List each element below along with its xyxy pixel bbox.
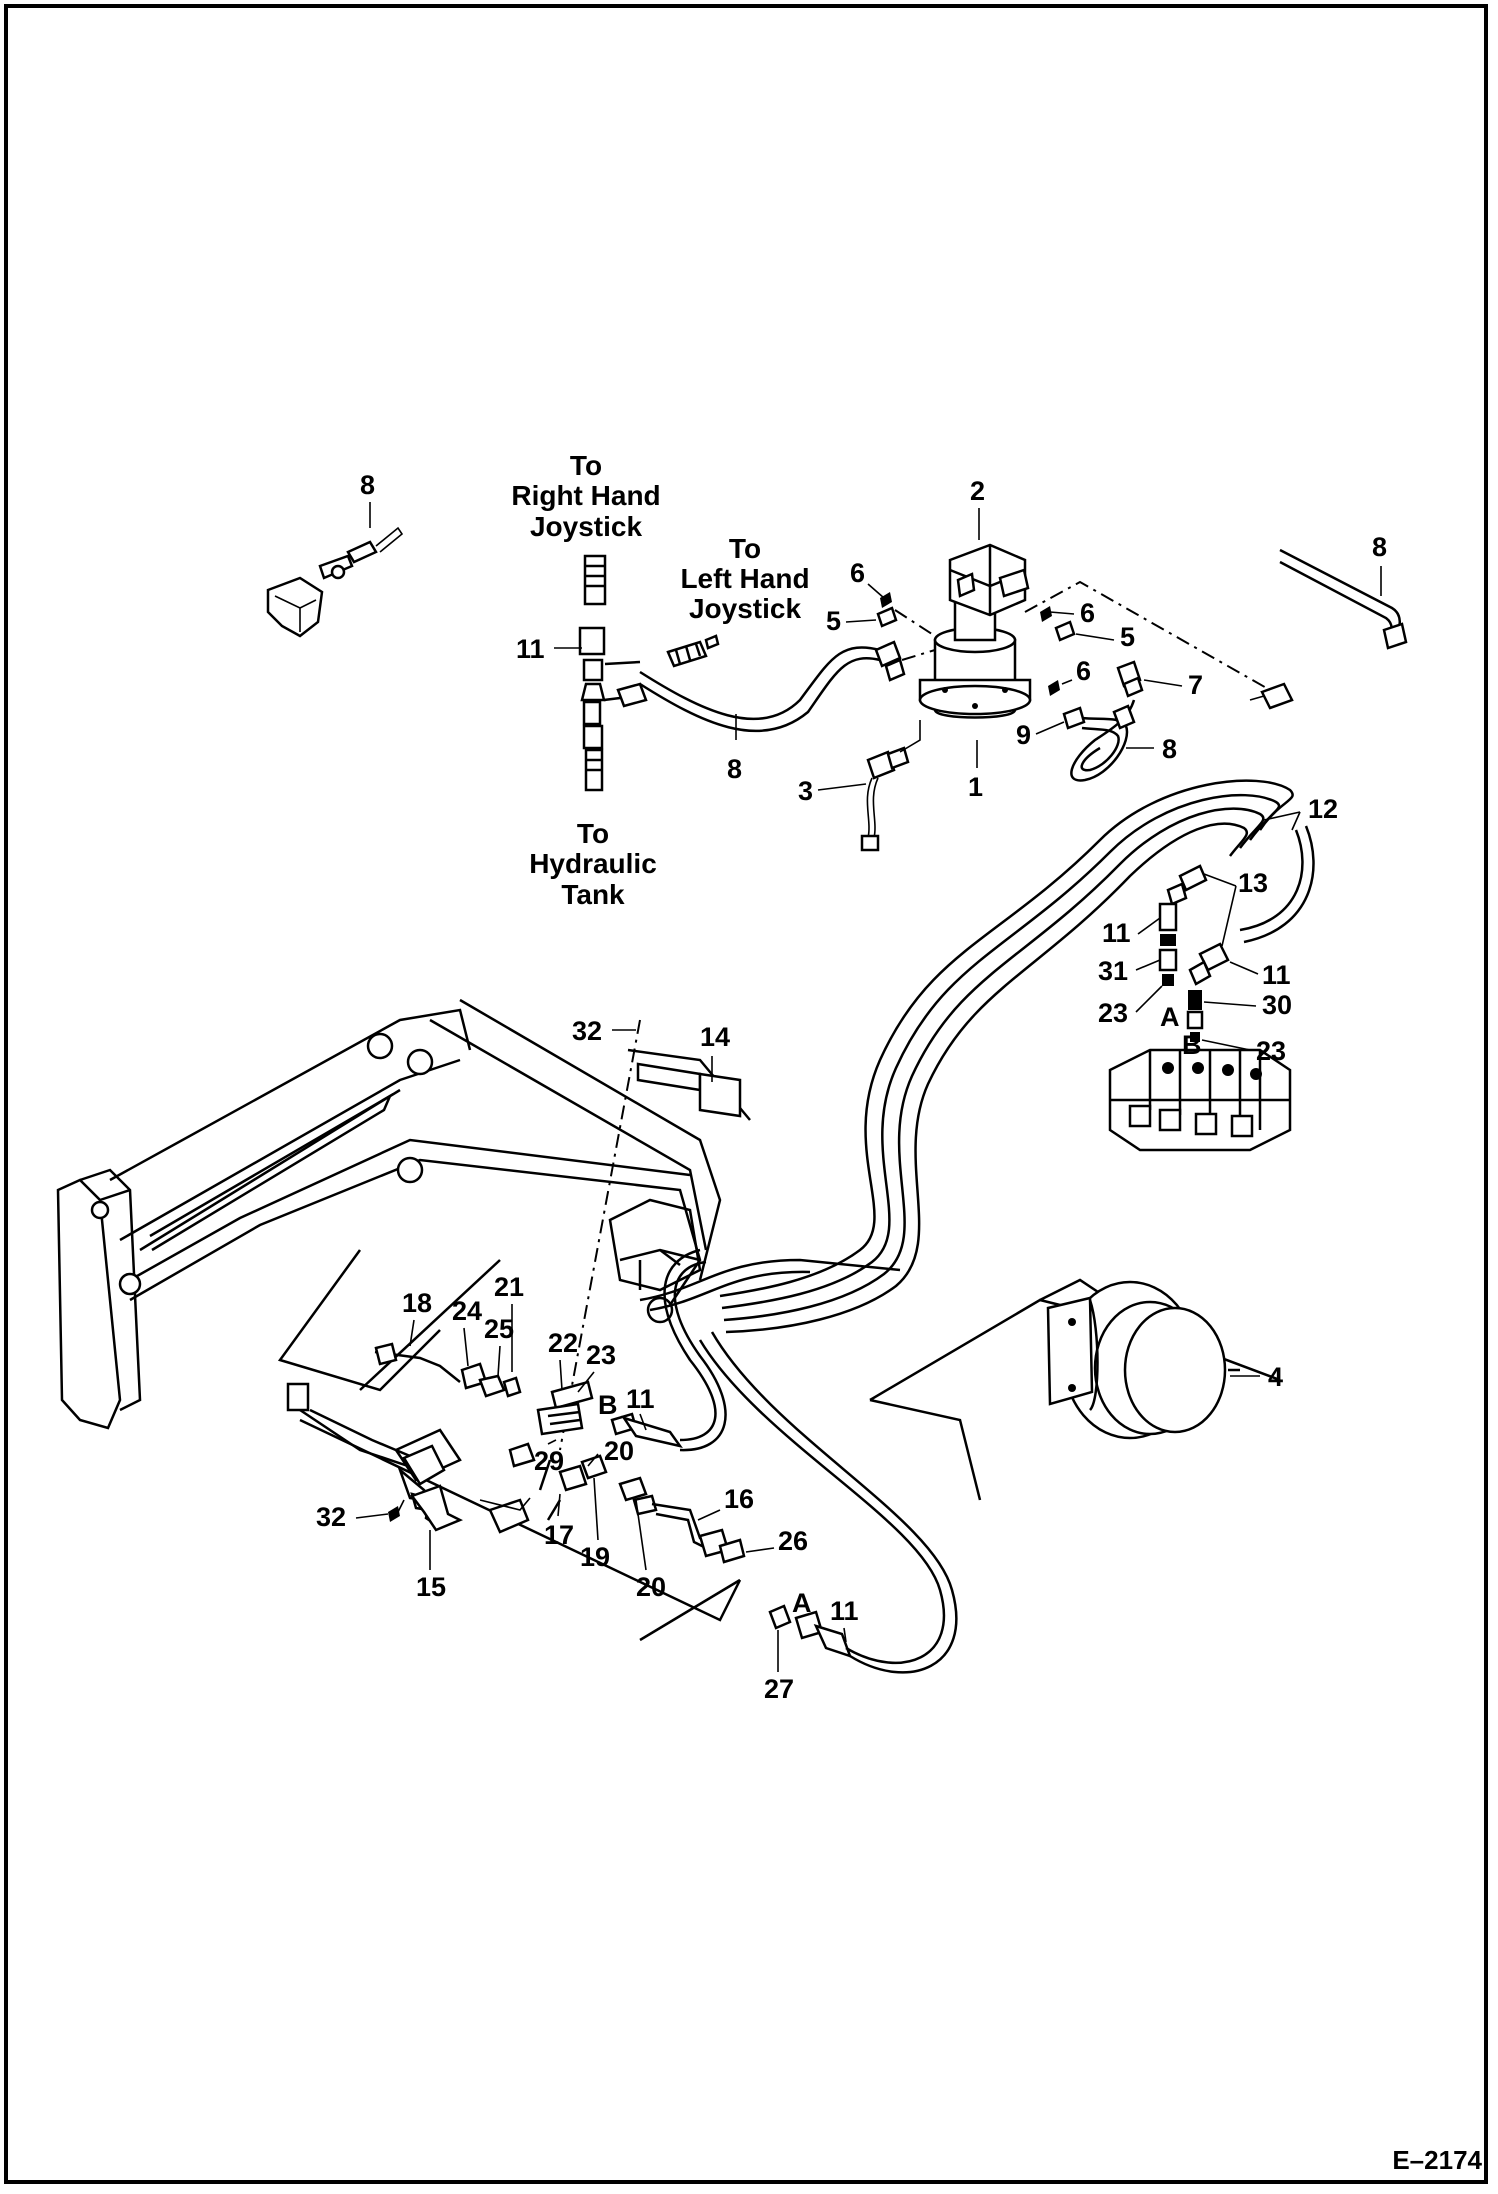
pressure-switch — [860, 746, 910, 852]
callout-26: 26 — [778, 1526, 808, 1556]
callout-11: 11 — [626, 1384, 655, 1414]
callout-30: 31 — [1098, 956, 1128, 986]
leader-lines-lower — [277, 1019, 751, 1642]
caption-right-hand-line1: To — [570, 450, 602, 481]
caption-tank-line1: To — [577, 818, 609, 849]
hose-to-left-joystick — [639, 634, 881, 733]
callout-11: 11 — [830, 1596, 859, 1626]
callout-18: 18 — [402, 1288, 432, 1318]
track-drive-motor — [869, 1278, 1281, 1501]
caption-tank-line2: Hydraulic — [529, 848, 657, 879]
callout-15: 15 — [416, 1572, 446, 1602]
tee-fitting-assembly — [578, 554, 648, 792]
callout-12: 12 — [1308, 794, 1338, 824]
callout-8: 8 — [727, 754, 742, 784]
callout-21: 20 — [636, 1572, 666, 1602]
callout-29: 30 — [1262, 990, 1292, 1020]
boom-hoses — [639, 1258, 901, 1312]
swivel-joint — [918, 543, 1032, 719]
callout-20: 20 — [604, 1436, 634, 1466]
callout-31: 32 — [316, 1502, 346, 1532]
callout-5: 5 — [1120, 622, 1135, 652]
caption-right-hand-line3: Joystick — [530, 511, 642, 542]
callout-23: 23 — [586, 1340, 616, 1370]
callout-labels: 8 2 8 6 5 6 5 11 6 7 9 8 8 3 1 12 13 11 — [316, 470, 1387, 1704]
fitting-chain — [374, 1248, 958, 1674]
callout-9: 9 — [1016, 720, 1031, 750]
callout-6: 6 — [850, 558, 865, 588]
callout-5: 5 — [826, 606, 841, 636]
callout-24: 24 — [452, 1296, 482, 1326]
leader-lines-swivel — [894, 580, 1271, 753]
accumulator-assembly — [286, 1062, 742, 1534]
callout-23: 23 — [1098, 998, 1128, 1028]
callout-16: 16 — [724, 1484, 754, 1514]
callout-7: 7 — [1188, 670, 1203, 700]
callout-11: 11 — [1262, 960, 1291, 990]
callout-23: 23 — [1256, 1036, 1286, 1066]
callout-4: 4 — [1268, 1362, 1283, 1392]
valve-fittings — [1158, 864, 1230, 1042]
callout-32: 32 — [572, 1016, 602, 1046]
callout-6: 6 — [1080, 598, 1095, 628]
fitting-assembly-upper-left — [266, 526, 404, 638]
caption-left-hand-line3: Joystick — [689, 593, 801, 624]
caption-left-hand-line2: Left Hand — [680, 563, 809, 594]
callout-3: 3 — [798, 776, 813, 806]
callout-8: 8 — [360, 470, 375, 500]
callout-B: B — [1182, 1030, 1202, 1060]
callout-A: A — [792, 1588, 812, 1618]
callout-27: 27 — [764, 1674, 794, 1704]
control-valve-block — [1108, 1048, 1292, 1152]
callout-11: 11 — [1102, 918, 1131, 948]
callout-A: A — [1160, 1002, 1180, 1032]
callout-19: 19 — [580, 1542, 610, 1572]
callout-20: 21 — [494, 1272, 524, 1302]
callout-10: 11 — [516, 634, 545, 664]
caption-tank-line3: Tank — [561, 879, 625, 910]
callout-B: B — [598, 1390, 618, 1420]
callout-1: 1 — [968, 772, 983, 802]
callout-22: 22 — [548, 1328, 578, 1358]
mounting-bracket — [388, 1484, 464, 1532]
loop-hose — [1070, 699, 1136, 782]
boom-assembly — [56, 998, 722, 1430]
swivel-fittings — [874, 592, 1144, 730]
figure-id: E–2174 — [1392, 2145, 1482, 2175]
callout-8: 8 — [1162, 734, 1177, 764]
callout-14: 14 — [700, 1022, 730, 1052]
callout-25: 25 — [484, 1314, 514, 1344]
caption-right-hand-line2: Right Hand — [511, 480, 660, 511]
callout-13: 13 — [1238, 868, 1268, 898]
tube-upper-right — [1249, 548, 1408, 710]
callout-6: 6 — [1076, 656, 1091, 686]
long-hoses — [719, 779, 1315, 1334]
callout-8: 8 — [1372, 532, 1387, 562]
caption-left-hand-line1: To — [729, 533, 761, 564]
callout-28: 29 — [534, 1446, 564, 1476]
callout-2: 2 — [970, 476, 985, 506]
callout-17: 17 — [544, 1520, 574, 1550]
